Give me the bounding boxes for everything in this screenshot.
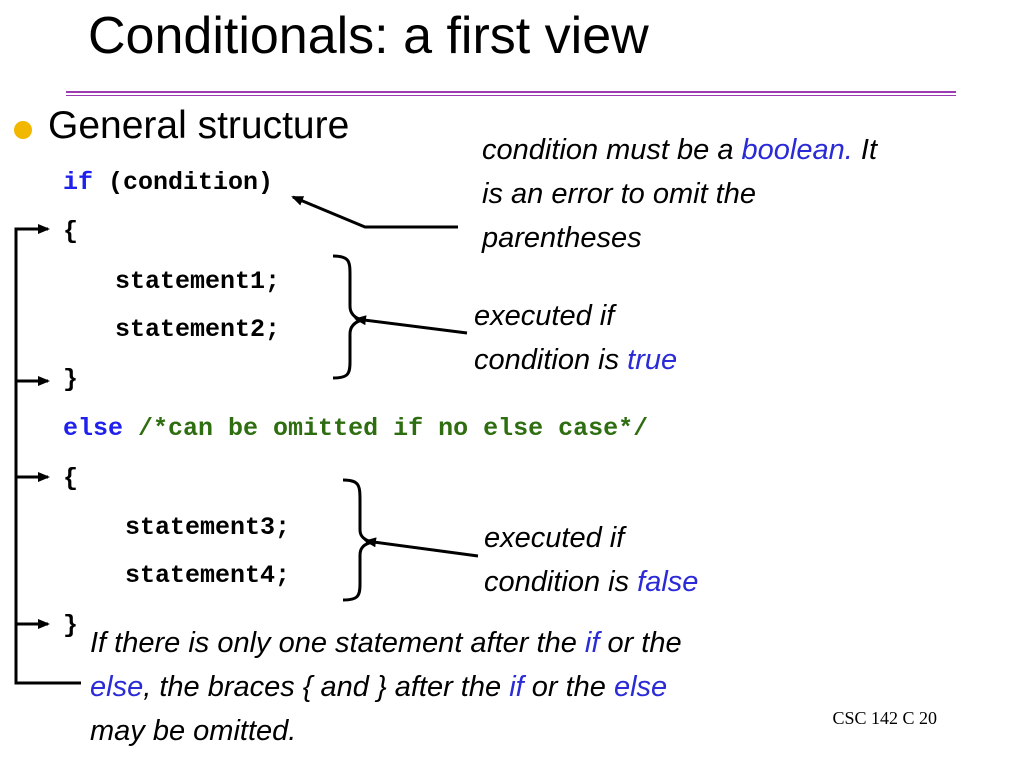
brace-true-icon bbox=[332, 254, 368, 380]
section-heading: General structure bbox=[48, 104, 350, 147]
note-braces-line2-mid: or the bbox=[523, 671, 614, 703]
condition-arrow-icon bbox=[291, 195, 458, 229]
true-arrow-icon bbox=[354, 315, 468, 335]
note-braces-line1: If there is only one statement after the bbox=[90, 627, 585, 659]
slide-footer: CSC 142 C 20 bbox=[832, 708, 937, 728]
note-true-branch: executed if condition is true bbox=[474, 294, 677, 382]
bullet-icon bbox=[14, 121, 32, 139]
if-keyword: if bbox=[63, 168, 94, 197]
bracket-arrow-open-1-icon bbox=[14, 224, 81, 685]
code-statement3: statement3; bbox=[125, 513, 291, 542]
note-condition-line1-end: It bbox=[852, 134, 877, 166]
note-braces-if-1: if bbox=[584, 627, 600, 659]
else-keyword: else bbox=[63, 414, 124, 443]
if-condition: (condition) bbox=[108, 168, 274, 197]
code-close-brace-1: } bbox=[63, 365, 79, 394]
note-condition-line3: parentheses bbox=[482, 222, 642, 254]
note-braces-if-2: if bbox=[509, 671, 524, 703]
code-if-line: if (condition) bbox=[63, 168, 273, 197]
slide-title: Conditionals: a first view bbox=[88, 7, 649, 65]
note-braces: If there is only one statement after the… bbox=[90, 621, 682, 753]
note-condition: condition must be a boolean. It is an er… bbox=[482, 128, 877, 260]
note-true-line1: executed if bbox=[474, 300, 615, 332]
code-close-brace-2: } bbox=[63, 611, 79, 640]
note-braces-line3: may be omitted. bbox=[90, 715, 297, 747]
note-braces-line1-end: or the bbox=[599, 627, 682, 659]
note-braces-line2: , the braces { and } after the bbox=[143, 671, 510, 703]
note-true-highlight: true bbox=[627, 344, 678, 376]
code-statement2: statement2; bbox=[115, 315, 281, 344]
false-arrow-icon bbox=[364, 537, 479, 558]
note-false-line1: executed if bbox=[484, 522, 625, 554]
note-false-branch: executed if condition is false bbox=[484, 516, 698, 604]
title-divider bbox=[66, 91, 956, 93]
note-boolean-highlight: boolean. bbox=[741, 134, 853, 166]
note-braces-else-2: else bbox=[613, 671, 668, 703]
note-braces-else-1: else bbox=[90, 671, 144, 703]
code-statement1: statement1; bbox=[115, 267, 281, 296]
code-open-brace-1: { bbox=[63, 217, 79, 246]
code-statement4: statement4; bbox=[125, 561, 291, 590]
note-false-line2: condition is bbox=[484, 566, 638, 598]
note-condition-line2: is an error to omit the bbox=[482, 178, 756, 210]
else-comment: /*can be omitted if no else case*/ bbox=[138, 414, 649, 443]
note-true-line2: condition is bbox=[474, 344, 628, 376]
code-open-brace-2: { bbox=[63, 464, 79, 493]
note-condition-line1: condition must be a bbox=[482, 134, 742, 166]
note-false-highlight: false bbox=[637, 566, 699, 598]
code-else-line: else /*can be omitted if no else case*/ bbox=[63, 414, 648, 443]
title-divider-thin bbox=[66, 95, 956, 96]
